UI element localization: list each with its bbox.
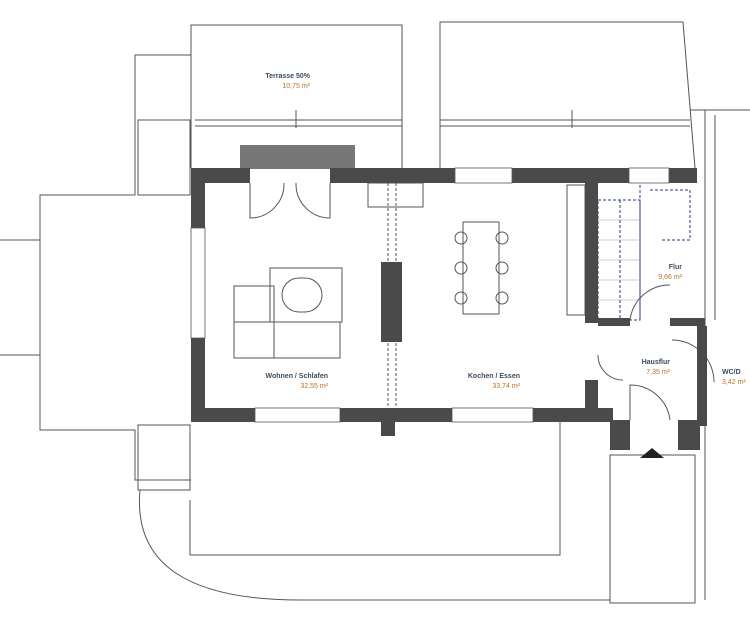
room-label-wohnen: Wohnen / Schlafen 32,55 m² bbox=[265, 373, 329, 390]
room-label-wc: WC/D 3,42 m² bbox=[722, 369, 746, 386]
terrace-left bbox=[190, 24, 403, 168]
entrance-arrow-icon bbox=[640, 448, 664, 458]
room-label-flur: Flur 9,66 m² bbox=[658, 264, 682, 281]
room-label-terrasse: Terrasse 50% 10,75 m² bbox=[265, 73, 310, 90]
room-label-kochen: Kochen / Essen 33,74 m² bbox=[467, 373, 520, 390]
terrace-right bbox=[439, 21, 696, 169]
room-label-hausflur: Hausflur 7,35 m² bbox=[641, 359, 670, 376]
